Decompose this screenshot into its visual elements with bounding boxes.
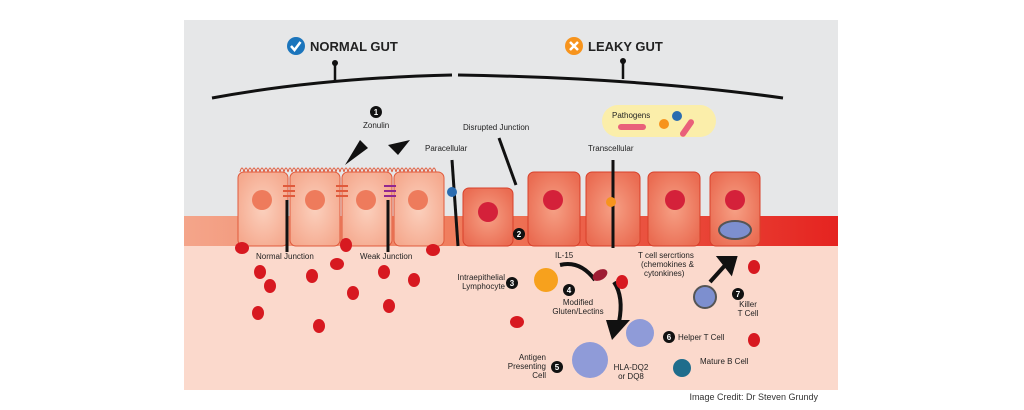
svg-text:Helper T Cell: Helper T Cell: [678, 333, 725, 342]
svg-text:2: 2: [517, 230, 522, 239]
mature-b-cell: [673, 359, 691, 377]
weak-junction-label: Weak Junction: [360, 252, 412, 261]
svg-text:5: 5: [555, 363, 560, 372]
red-blood-cells: [235, 238, 760, 347]
leaky-bracket: [457, 73, 784, 100]
il15-label: IL-15: [555, 251, 574, 260]
svg-text:Modified: Modified: [563, 298, 593, 307]
svg-text:Killer: Killer: [739, 300, 757, 309]
gluten-particle: [592, 269, 608, 281]
image-credit: Image Credit: Dr Steven Grundy: [689, 392, 818, 402]
normal-cells: [237, 167, 445, 247]
svg-text:3: 3: [510, 279, 515, 288]
svg-text:Mature B Cell: Mature B Cell: [700, 357, 749, 366]
svg-text:T Cell: T Cell: [738, 309, 759, 318]
svg-text:Gluten/Lectins: Gluten/Lectins: [552, 307, 603, 316]
intraepithelial-lymphocyte: [534, 268, 558, 292]
svg-text:HLA-DQ2: HLA-DQ2: [614, 363, 649, 372]
svg-text:LEAKY GUT: LEAKY GUT: [588, 39, 663, 54]
killer-t-cell-in-epithelium: [718, 220, 752, 240]
helper-t-cell: [626, 319, 654, 347]
svg-text:Cell: Cell: [532, 371, 546, 380]
zonulin-label: Zonulin: [363, 121, 389, 130]
svg-text:Intraepithelial: Intraepithelial: [457, 273, 505, 282]
killer-t-cell: [693, 285, 717, 309]
svg-text:Pathogens: Pathogens: [612, 111, 650, 120]
disrupted-junction-label: Disrupted Junction: [463, 123, 529, 132]
labels: Zonulin Paracellular Disrupted Junction …: [256, 121, 759, 381]
svg-text:cytonkines): cytonkines): [644, 269, 685, 278]
svg-text:7: 7: [736, 290, 741, 299]
svg-text:Presenting: Presenting: [508, 362, 546, 371]
transcellular-label: Transcellular: [588, 144, 634, 153]
leaky-gut-header: LEAKY GUT: [565, 37, 663, 55]
svg-text:Lymphocyte: Lymphocyte: [462, 282, 505, 291]
svg-text:6: 6: [667, 333, 672, 342]
svg-text:(chemokines &: (chemokines &: [641, 260, 695, 269]
paracellular-label: Paracellular: [425, 144, 468, 153]
svg-text:NORMAL GUT: NORMAL GUT: [310, 39, 398, 54]
normal-gut-header: NORMAL GUT: [287, 37, 398, 55]
svg-text:4: 4: [567, 286, 572, 295]
pathogens-bubble: [602, 105, 716, 137]
svg-text:or DQ8: or DQ8: [618, 372, 644, 381]
step-badges: 1 2 3 4 5 6 7: [370, 106, 744, 373]
normal-bracket: [211, 73, 453, 100]
normal-junction-label: Normal Junction: [256, 252, 314, 261]
svg-text:1: 1: [374, 108, 379, 117]
svg-text:Antigen: Antigen: [519, 353, 546, 362]
antigen-presenting-cell: [572, 342, 608, 378]
svg-text:T cell sercrtions: T cell sercrtions: [638, 251, 694, 260]
